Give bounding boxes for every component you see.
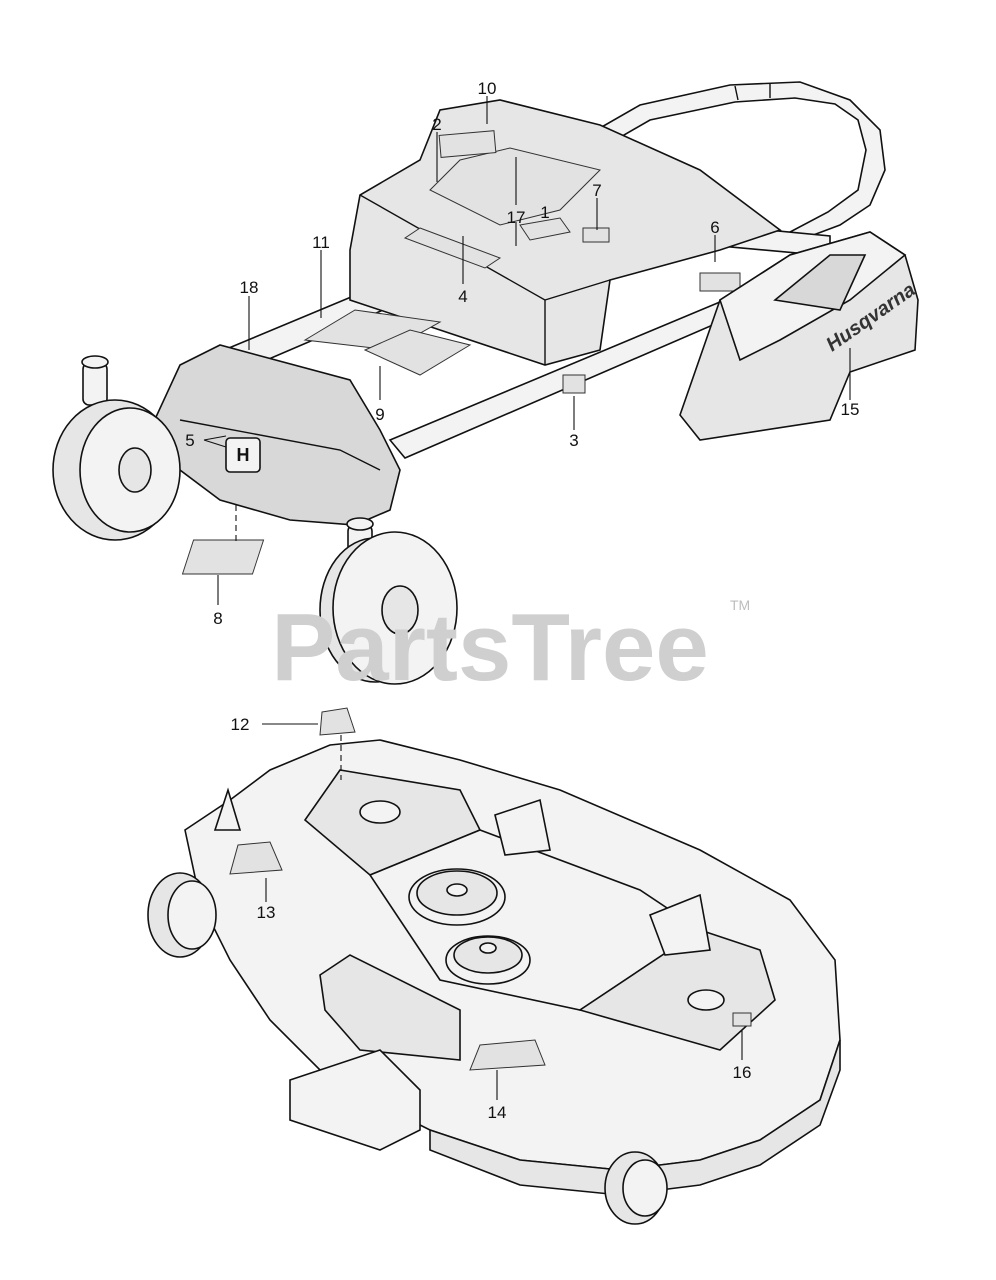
callout-3: 3 — [569, 431, 578, 450]
callout-labels: 10 2 7 1 17 6 11 4 18 9 15 3 5 8 12 13 1… — [185, 79, 859, 1122]
callout-4: 4 — [458, 287, 467, 306]
callout-12: 12 — [231, 715, 250, 734]
watermark: PartsTree — [271, 594, 709, 701]
callout-6: 6 — [710, 218, 719, 237]
front-caster-wheel-right — [319, 517, 458, 685]
callout-9: 9 — [375, 405, 384, 424]
callout-14: 14 — [488, 1103, 507, 1122]
callout-10: 10 — [478, 79, 497, 98]
trademark-mark: TM — [730, 597, 750, 613]
callout-17: 17 — [507, 208, 526, 227]
callout-leaders — [203, 96, 851, 1100]
husqvarna-logo-plate — [225, 437, 261, 473]
callout-2: 2 — [432, 115, 441, 134]
front-caster-wheel-left — [52, 355, 181, 541]
callout-7: 7 — [592, 181, 601, 200]
callout-18: 18 — [240, 278, 259, 297]
callout-16: 16 — [733, 1063, 752, 1082]
mower-deck-drawing — [147, 707, 841, 1225]
callout-11: 11 — [312, 233, 330, 252]
svg-text:H: H — [237, 445, 250, 465]
rear-body-cover: Husqvarna — [679, 231, 920, 441]
deck-pulley-lower — [445, 935, 531, 985]
callout-1: 1 — [540, 203, 549, 222]
callout-5: 5 — [185, 431, 194, 450]
decal-8-shape — [181, 539, 265, 575]
callout-13: 13 — [257, 903, 276, 922]
callout-15: 15 — [841, 400, 860, 419]
mower-chassis-drawing: H Husqvarna — [52, 81, 920, 685]
callout-8: 8 — [213, 609, 222, 628]
deck-pulley-top — [408, 868, 506, 926]
